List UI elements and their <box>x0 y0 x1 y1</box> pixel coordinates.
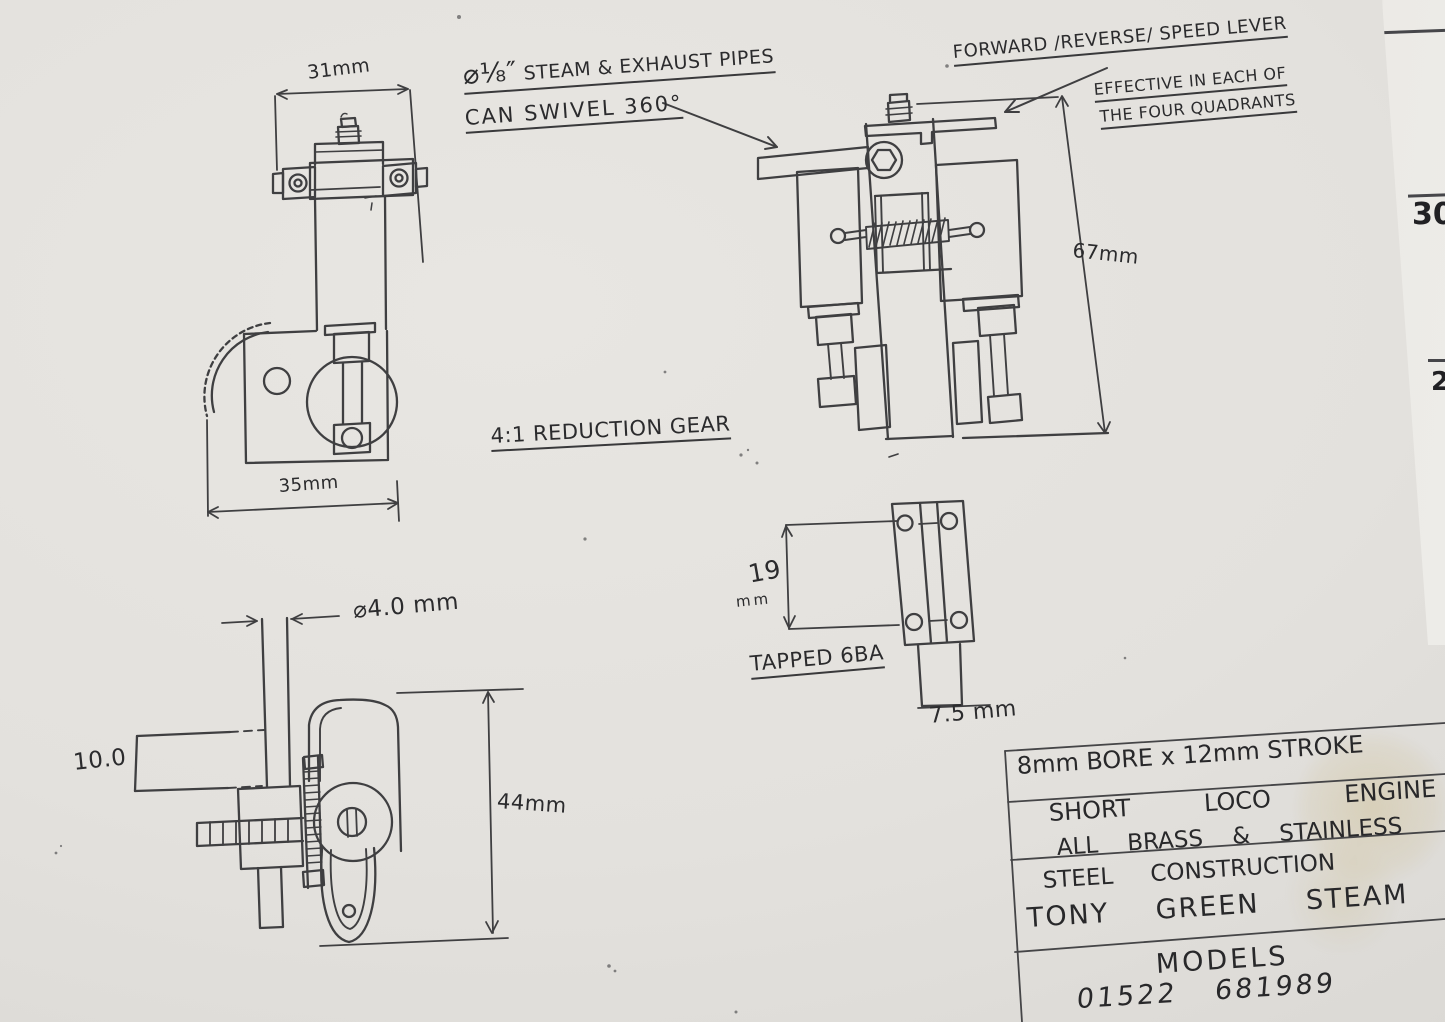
underlying-page-number: 30 <box>1412 197 1445 232</box>
dim-plate-height-label: 19 <box>746 554 784 589</box>
stray-mark <box>888 453 899 458</box>
underlying-page-partial-number: 2 <box>1431 367 1445 397</box>
title-block-lines <box>1004 722 1445 1022</box>
front-view-cylinder-unit <box>203 84 429 522</box>
dim-side-height-label: 44mm <box>496 789 568 818</box>
dim-base-width-label: 35mm <box>278 471 340 497</box>
side-view-reduction-gear <box>133 613 524 947</box>
photocopy-specks <box>54 15 1127 1014</box>
paper-stain <box>1255 718 1445 953</box>
dim-plate-height-unit: mm <box>735 589 772 611</box>
dim-bracket-offset-label: 10.0 <box>72 744 128 776</box>
pipes-diameter: ⌀⅛″ <box>462 56 519 91</box>
elevation-view-engine <box>662 67 1111 441</box>
underlying-page-rule <box>1428 359 1445 362</box>
mounting-plate-view <box>781 499 991 709</box>
